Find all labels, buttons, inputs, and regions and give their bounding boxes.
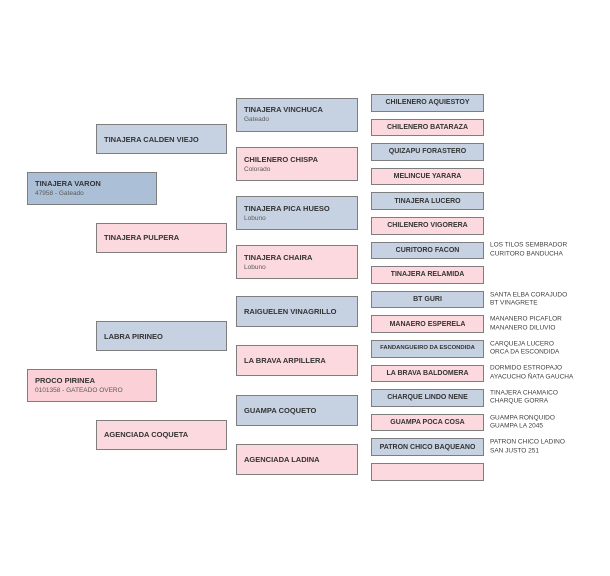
ancestor-note-line: LOS TILOS SEMBRADOR: [490, 241, 568, 249]
pedigree-box[interactable]: TINAJERA LUCERO: [371, 192, 484, 210]
ancestor-note-line: GUAMPA LA 2045: [490, 422, 543, 430]
pedigree-box[interactable]: FANDANGUEIRO DA ESCONDIDA: [371, 340, 484, 358]
pedigree-box[interactable]: GUAMPA POCA COSA: [371, 413, 484, 432]
horse-name: TINAJERA LUCERO: [394, 197, 461, 205]
horse-name: AGENCIADA LADINA: [244, 454, 320, 464]
horse-name: QUIZAPU FORASTERO: [388, 148, 467, 156]
ancestor-note-line: CURITORO BANDUCHA: [490, 250, 563, 258]
horse-name: TINAJERA CALDEN VIEJO: [104, 134, 199, 144]
ancestor-note-line: SAN JUSTO 251: [490, 447, 540, 455]
horse-name: MANAERO ESPERELA: [389, 320, 466, 328]
pedigree-box[interactable]: LABRA PIRINEO: [96, 321, 227, 352]
ancestor-note-line: ORCA DA ESCONDIDA: [490, 348, 560, 356]
horse-color-detail: Gateado: [244, 116, 269, 124]
pedigree-box[interactable]: CHILENERO AQUIESTOY: [371, 94, 484, 112]
horse-name: TINAJERA PULPERA: [104, 233, 180, 243]
pedigree-box[interactable]: CHILENERO VIGORERA: [371, 217, 484, 235]
horse-color-detail: Lobuno: [244, 214, 266, 222]
pedigree-box[interactable]: MANAERO ESPERELA: [371, 315, 484, 333]
horse-name: FANDANGUEIRO DA ESCONDIDA: [380, 345, 475, 352]
pedigree-box[interactable]: BT GURI: [371, 290, 484, 309]
horse-name: PATRON CHICO BAQUEANO: [379, 443, 476, 451]
ancestor-note-line: SANTA ELBA CORAJUDO: [490, 291, 568, 299]
ancestor-note-line: GUAMPA RONQUIDO: [490, 414, 555, 422]
ancestor-note-line: DORMIDO ESTROPAJO: [490, 364, 563, 372]
ancestor-note-line: TINAJERA CHAMAICO: [490, 389, 558, 397]
pedigree-box[interactable]: GUAMPA COQUETO: [236, 394, 358, 426]
ancestor-note-line: CHARQUE GORRA: [490, 398, 549, 405]
horse-name: CHILENERO CHISPA: [244, 154, 319, 164]
horse-color-detail: Colorado: [244, 165, 271, 173]
pedigree-box[interactable]: TINAJERA CALDEN VIEJO: [96, 124, 227, 155]
ancestor-note-line: PATRON CHICO LADINO: [490, 438, 565, 446]
horse-color-detail: 0101358 - GATEADO OVERO: [35, 386, 123, 394]
horse-name: CHARQUE LINDO NENE: [387, 394, 468, 402]
ancestor-note-line: AYACUCHO ÑATA GAUCHA: [490, 373, 574, 381]
ancestor-note-line: MANANERO DILUVIO: [490, 324, 556, 332]
horse-name: TINAJERA RELAMIDA: [390, 271, 465, 279]
horse-name: CHILENERO VIGORERA: [387, 222, 468, 230]
pedigree-box[interactable]: LA BRAVA BALDOMERA: [371, 364, 484, 383]
pedigree-box[interactable]: [371, 463, 484, 481]
pedigree-box[interactable]: CURITORO FACON: [371, 241, 484, 260]
pedigree-box[interactable]: MELINCUE YARARA: [371, 167, 484, 186]
horse-name: TINAJERA VINCHUCA: [244, 105, 323, 115]
pedigree-box[interactable]: AGENCIADA LADINA: [236, 443, 358, 475]
horse-name: BT GURI: [413, 296, 442, 304]
horse-name: CURITORO FACON: [395, 246, 460, 254]
pedigree-box[interactable]: QUIZAPU FORASTERO: [371, 143, 484, 161]
horse-name: PROCO PIRINEA: [35, 375, 96, 385]
horse-name: LA BRAVA BALDOMERA: [386, 369, 469, 377]
horse-name: TINAJERA CHAIRA: [244, 252, 313, 262]
pedigree-box[interactable]: RAIGUELEN VINAGRILLO: [236, 296, 358, 328]
horse-name: TINAJERA VARON: [35, 179, 101, 189]
pedigree-box[interactable]: CHARQUE LINDO NENE: [371, 389, 484, 407]
horse-color-detail: Lobuno: [244, 263, 266, 271]
pedigree-box[interactable]: LA BRAVA ARPILLERA: [236, 345, 358, 377]
horse-name: RAIGUELEN VINAGRILLO: [244, 307, 337, 317]
horse-color-detail: 47958 - Gateado: [35, 190, 84, 198]
horse-name: AGENCIADA COQUETA: [104, 430, 189, 440]
horse-name: GUAMPA COQUETO: [244, 405, 317, 415]
ancestor-note-line: CARQUEJA LUCERO: [490, 340, 554, 348]
horse-name: LABRA PIRINEO: [104, 331, 163, 341]
horse-name: MELINCUE YARARA: [393, 173, 462, 181]
horse-name: CHILENERO AQUIESTOY: [385, 99, 470, 107]
pedigree-box[interactable]: TINAJERA RELAMIDA: [371, 266, 484, 284]
ancestor-note-line: MANANERO PICAFLOR: [490, 315, 562, 323]
ancestor-note-line: BT VINAGRETE: [490, 299, 538, 307]
horse-name: GUAMPA POCA COSA: [390, 419, 465, 427]
pedigree-box[interactable]: AGENCIADA COQUETA: [96, 419, 227, 450]
pedigree-box[interactable]: PATRON CHICO BAQUEANO: [371, 438, 484, 456]
pedigree-box[interactable]: TINAJERA PULPERA: [96, 222, 227, 253]
horse-name: CHILENERO BATARAZA: [386, 123, 468, 131]
pedigree-box[interactable]: CHILENERO BATARAZA: [371, 118, 484, 137]
horse-name: TINAJERA PICA HUESO: [244, 203, 330, 213]
horse-name: LA BRAVA ARPILLERA: [244, 356, 326, 366]
